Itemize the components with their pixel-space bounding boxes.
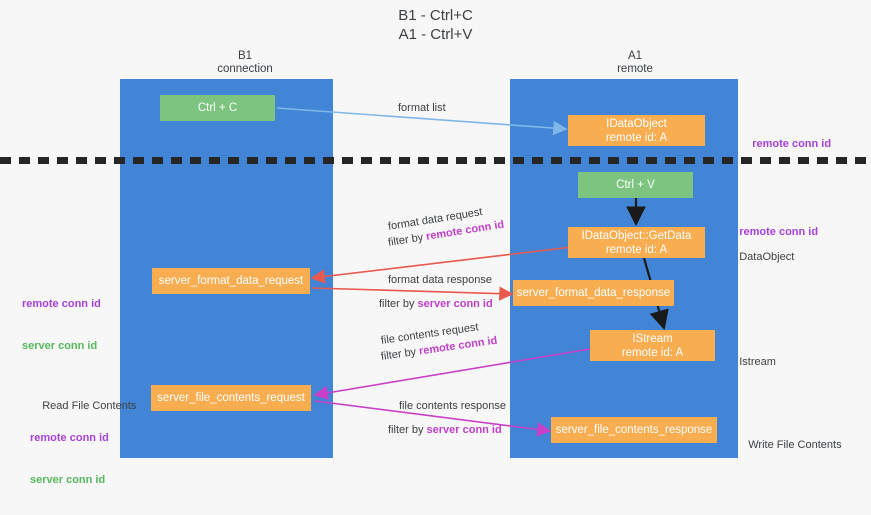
node-server-file-contents-request-label: server_file_contents_request xyxy=(157,392,305,404)
edge-label-filter-key-4: server conn id xyxy=(426,424,502,436)
annotation-left-conn-ids: remote conn id server conn id xyxy=(22,269,101,381)
edge-label-file-contents-response-group: file contents response filter by server … xyxy=(388,399,507,438)
node-istream-line1: IStream xyxy=(632,332,673,345)
node-ctrl-v[interactable]: Ctrl + V xyxy=(578,172,693,198)
node-ctrl-c-line1: Ctrl + C xyxy=(197,102,238,114)
edge-label-file-contents-response: file contents response xyxy=(399,400,507,412)
node-server-format-data-request[interactable]: server_format_data_request xyxy=(152,268,310,294)
edge-label-filter-prefix-4: filter by xyxy=(388,424,427,436)
node-ctrl-v-line1: Ctrl + V xyxy=(616,179,655,191)
edge-label-filter-prefix-2: filter by xyxy=(379,298,418,310)
node-idataobject-getdata-line2: remote id: A xyxy=(605,243,668,256)
edge-label-format-list: format list xyxy=(398,102,446,114)
node-server-format-data-response-label: server_format_data_response xyxy=(516,287,671,299)
node-istream-line2: remote id: A xyxy=(621,346,684,359)
annotation-left-read-file-contents-text: Read File Contents xyxy=(42,400,137,412)
annotation-right-remote-conn-id-mid-text: remote conn id xyxy=(739,226,819,238)
annotation-right-istream-text: Istream xyxy=(739,356,776,368)
node-server-file-contents-response[interactable]: server_file_contents_response xyxy=(551,417,717,443)
node-server-file-contents-request[interactable]: server_file_contents_request xyxy=(151,385,311,411)
edge-label-format-data-response: format data response xyxy=(388,274,492,286)
annotation-left-read-file-contents: Read File Contents xyxy=(30,385,136,427)
node-server-file-contents-response-label: server_file_contents_response xyxy=(555,424,713,436)
node-istream[interactable]: IStream remote id: A xyxy=(590,330,715,361)
section-divider xyxy=(0,157,871,164)
node-server-format-data-response[interactable]: server_format_data_response xyxy=(513,280,674,306)
left-column-header: B1 connection xyxy=(217,50,273,75)
edge-label-filter-prefix-3: filter by xyxy=(380,345,420,363)
annotation-right-remote-conn-id-mid: remote conn id xyxy=(727,211,818,253)
edge-label-file-contents-request-group: file contents request filter by remote c… xyxy=(380,321,498,365)
annotation-right-dataobject-text: DataObject xyxy=(739,251,795,263)
annotation-right-write-file-contents-text: Write File Contents xyxy=(748,439,842,451)
annotation-left-server-conn-id-text: server conn id xyxy=(22,340,98,352)
edge-label-filter-key-2: server conn id xyxy=(417,298,493,310)
annotation-left-conn-ids-bottom: remote conn id server conn id xyxy=(30,403,109,515)
node-idataobject-getdata[interactable]: IDataObject::GetData remote id: A xyxy=(568,227,705,258)
edge-label-format-data-response-group: format data response filter by server co… xyxy=(379,273,493,312)
node-ctrl-c[interactable]: Ctrl + C xyxy=(160,95,275,121)
annotation-left-remote-conn-id-text: remote conn id xyxy=(22,298,101,310)
page-title: B1 - Ctrl+C A1 - Ctrl+V xyxy=(398,7,473,43)
edge-label-format-data-request-group: format data request filter by remote con… xyxy=(387,206,505,251)
diagram-canvas: B1 - Ctrl+C A1 - Ctrl+V B1 connection A1… xyxy=(0,7,871,486)
edge-label-format-data-response-filter: filter by server conn id xyxy=(379,297,493,312)
node-server-format-data-request-label: server_format_data_request xyxy=(158,275,304,287)
annotation-left-bottom-server-conn-id-text: server conn id xyxy=(30,474,106,486)
node-idataobject[interactable]: IDataObject remote id: A xyxy=(568,115,705,146)
annotation-right-remote-conn-id-top: remote conn id xyxy=(740,123,831,165)
edge-label-file-contents-response-filter: filter by server conn id xyxy=(388,423,506,438)
annotation-right-dataobject: DataObject xyxy=(727,236,794,278)
node-idataobject-getdata-line1: IDataObject::GetData xyxy=(581,229,692,242)
annotation-left-bottom-remote-conn-id-text: remote conn id xyxy=(30,432,109,444)
node-idataobject-line2: remote id: A xyxy=(605,131,668,144)
node-idataobject-line1: IDataObject xyxy=(606,117,667,130)
annotation-right-write-file-contents: Write File Contents xyxy=(736,424,842,466)
right-column-header: A1 remote xyxy=(617,50,653,75)
annotation-right-remote-conn-id-top-text: remote conn id xyxy=(752,138,832,150)
annotation-right-istream: Istream xyxy=(727,341,776,383)
